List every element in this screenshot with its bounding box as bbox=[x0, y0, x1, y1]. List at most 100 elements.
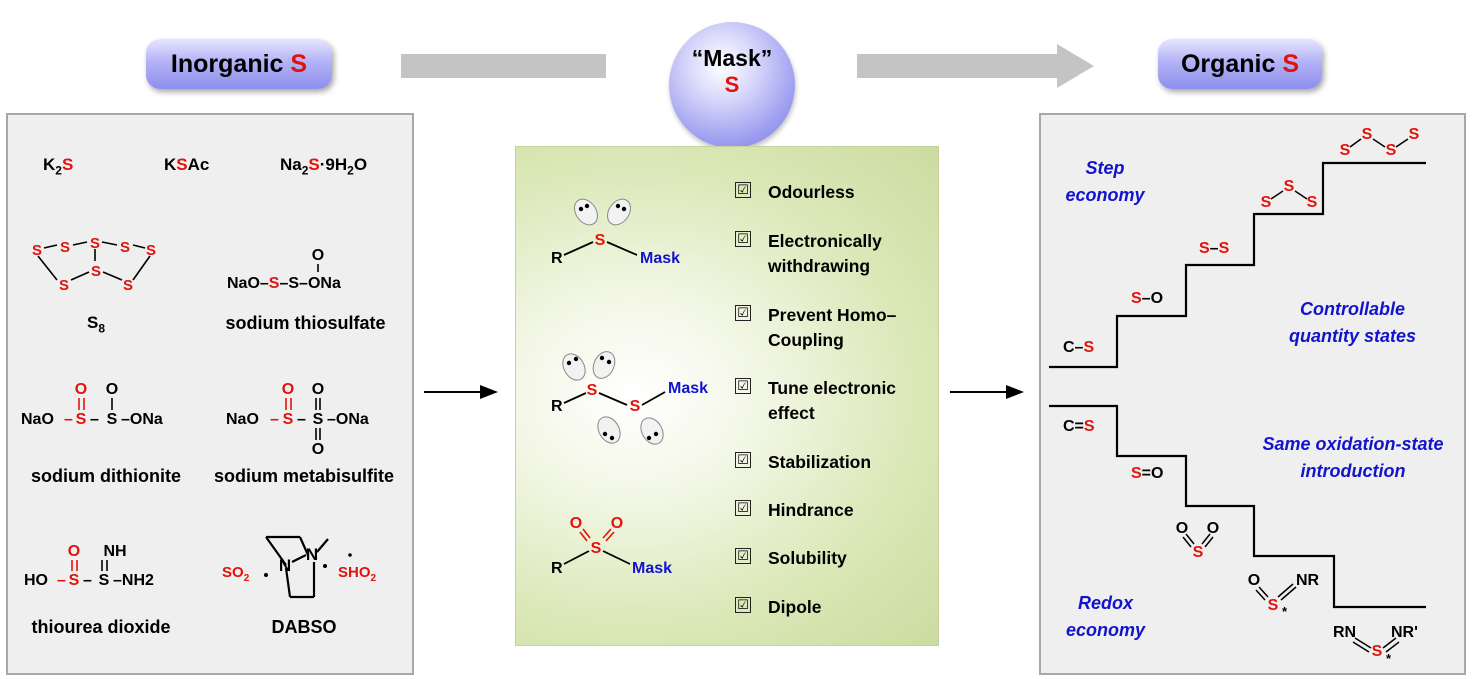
svg-text:O: O bbox=[312, 441, 324, 458]
svg-text:S: S bbox=[99, 572, 110, 589]
s8-atom: S bbox=[146, 242, 156, 259]
svg-text:S: S bbox=[313, 411, 324, 428]
svg-text:HO: HO bbox=[24, 572, 48, 589]
svg-text:–: – bbox=[57, 572, 66, 589]
svg-text:S–O: S–O bbox=[1131, 290, 1163, 307]
svg-text:O: O bbox=[1176, 520, 1188, 537]
mask-group: Mask bbox=[668, 380, 708, 397]
svg-text:S: S bbox=[1284, 178, 1295, 195]
dabso-structure: N N SO2 SHO2 bbox=[222, 535, 377, 599]
svg-text:N: N bbox=[306, 545, 318, 564]
svg-text:O: O bbox=[570, 515, 582, 532]
s8-atom: S bbox=[59, 277, 69, 294]
mask-s-label: S bbox=[724, 72, 740, 97]
svg-text:N: N bbox=[279, 556, 291, 575]
organic-label: Organic bbox=[1180, 50, 1276, 78]
k2s-formula: K2S bbox=[43, 155, 74, 178]
checkbox-icon: ☑ bbox=[735, 500, 751, 516]
svg-text:–: – bbox=[64, 411, 73, 428]
inorganic-s-letter: S bbox=[290, 50, 308, 78]
mask-to-right-arrow bbox=[950, 385, 1024, 399]
checkbox-icon: ☑ bbox=[735, 597, 751, 613]
svg-text:O: O bbox=[282, 381, 294, 398]
inorganic-label: Inorganic bbox=[170, 50, 284, 78]
s8-atom: S bbox=[91, 263, 101, 280]
mask-sphere: “Mask” S bbox=[669, 22, 795, 148]
svg-text:S: S bbox=[107, 411, 118, 428]
disulfide-mask-structure: R S S Mask bbox=[551, 351, 708, 445]
svg-text:S: S bbox=[1340, 142, 1351, 159]
sulfone-mask-structure: O O S R Mask bbox=[551, 515, 672, 577]
ksac-formula: KSAc bbox=[164, 155, 210, 174]
checkbox-icon: ☑ bbox=[735, 452, 751, 468]
svg-text:O: O bbox=[611, 515, 623, 532]
s8-atom: S bbox=[120, 239, 130, 256]
svg-text:S: S bbox=[1307, 194, 1318, 211]
svg-text:NaO: NaO bbox=[226, 411, 259, 428]
svg-text:O: O bbox=[312, 381, 324, 398]
svg-text:–: – bbox=[270, 411, 279, 428]
thiourea-dioxide-label: thiourea dioxide bbox=[31, 617, 171, 637]
svg-text:*: * bbox=[1386, 651, 1392, 666]
right-gray-arrow bbox=[857, 44, 1094, 88]
svg-text:S: S bbox=[1362, 126, 1373, 143]
checkbox-icon: ☑ bbox=[735, 378, 751, 394]
thiosulfate-label: sodium thiosulfate bbox=[225, 313, 386, 333]
svg-text:O: O bbox=[1248, 572, 1260, 589]
organic-staircase-diagram: C–S S–O S–S S S S S S S S C=S S=O O O S … bbox=[1049, 126, 1426, 666]
mask-quoted-label: “Mask” bbox=[691, 45, 773, 71]
svg-text:NH: NH bbox=[103, 543, 126, 560]
svg-text:*: * bbox=[1282, 604, 1288, 619]
s8-atom: S bbox=[60, 239, 70, 256]
svg-text:O: O bbox=[75, 381, 87, 398]
svg-text:O: O bbox=[68, 543, 80, 560]
mask-properties-panel bbox=[515, 146, 939, 646]
svg-text:O: O bbox=[106, 381, 118, 398]
s8-ring-structure: S S S S S S S S bbox=[32, 235, 156, 294]
left-to-mask-arrow bbox=[424, 385, 498, 399]
svg-text:S: S bbox=[76, 411, 87, 428]
svg-text:C–S: C–S bbox=[1063, 339, 1094, 356]
checkbox-icon: ☑ bbox=[735, 548, 751, 564]
svg-text:S=O: S=O bbox=[1131, 465, 1163, 482]
metabisulfite-structure: O O NaO – S – S –ONa O bbox=[226, 381, 369, 458]
svg-text:NR': NR' bbox=[1391, 624, 1418, 641]
svg-text:SO2: SO2 bbox=[222, 564, 250, 584]
svg-text:–ONa: –ONa bbox=[121, 411, 163, 428]
sulfur-atom: S bbox=[630, 398, 641, 415]
thiourea-dioxide-structure: O NH HO – S – S –NH2 bbox=[24, 543, 154, 589]
thiosulfate-structure: O NaO–S–S–ONa bbox=[227, 247, 341, 292]
svg-text:S: S bbox=[1409, 126, 1420, 143]
svg-text:NaO: NaO bbox=[21, 411, 54, 428]
s8-atom: S bbox=[32, 242, 42, 259]
dithionite-structure: O O NaO – S – S –ONa bbox=[21, 381, 163, 428]
checkbox-icon: ☑ bbox=[735, 231, 751, 247]
svg-text:–ONa: –ONa bbox=[327, 411, 369, 428]
svg-text:S: S bbox=[283, 411, 294, 428]
svg-text:S: S bbox=[69, 572, 80, 589]
svg-text:S: S bbox=[1372, 643, 1383, 660]
svg-text:–: – bbox=[90, 411, 99, 428]
organic-s-pill: Organic S bbox=[1158, 39, 1322, 89]
svg-text:NR: NR bbox=[1296, 572, 1320, 589]
sulfide-mask-structure: R S Mask bbox=[551, 198, 680, 267]
organic-panel bbox=[1039, 113, 1466, 675]
svg-text:–NH2: –NH2 bbox=[113, 572, 154, 589]
inorganic-panel bbox=[6, 113, 414, 675]
svg-text:C=S: C=S bbox=[1063, 418, 1095, 435]
svg-text:RN: RN bbox=[1333, 624, 1356, 641]
s8-label: S8 bbox=[87, 313, 106, 336]
svg-text:S–S: S–S bbox=[1199, 240, 1230, 257]
svg-text:S: S bbox=[1386, 142, 1397, 159]
r-group: R bbox=[551, 398, 563, 415]
svg-text:S: S bbox=[1193, 544, 1204, 561]
r-group: R bbox=[551, 560, 563, 577]
na2s-formula: Na2S·9H2O bbox=[280, 155, 368, 178]
organic-s-letter: S bbox=[1282, 50, 1300, 78]
svg-text:–: – bbox=[83, 572, 92, 589]
svg-text:S: S bbox=[1268, 597, 1279, 614]
svg-text:O: O bbox=[1207, 520, 1219, 537]
r-group: R bbox=[551, 250, 563, 267]
